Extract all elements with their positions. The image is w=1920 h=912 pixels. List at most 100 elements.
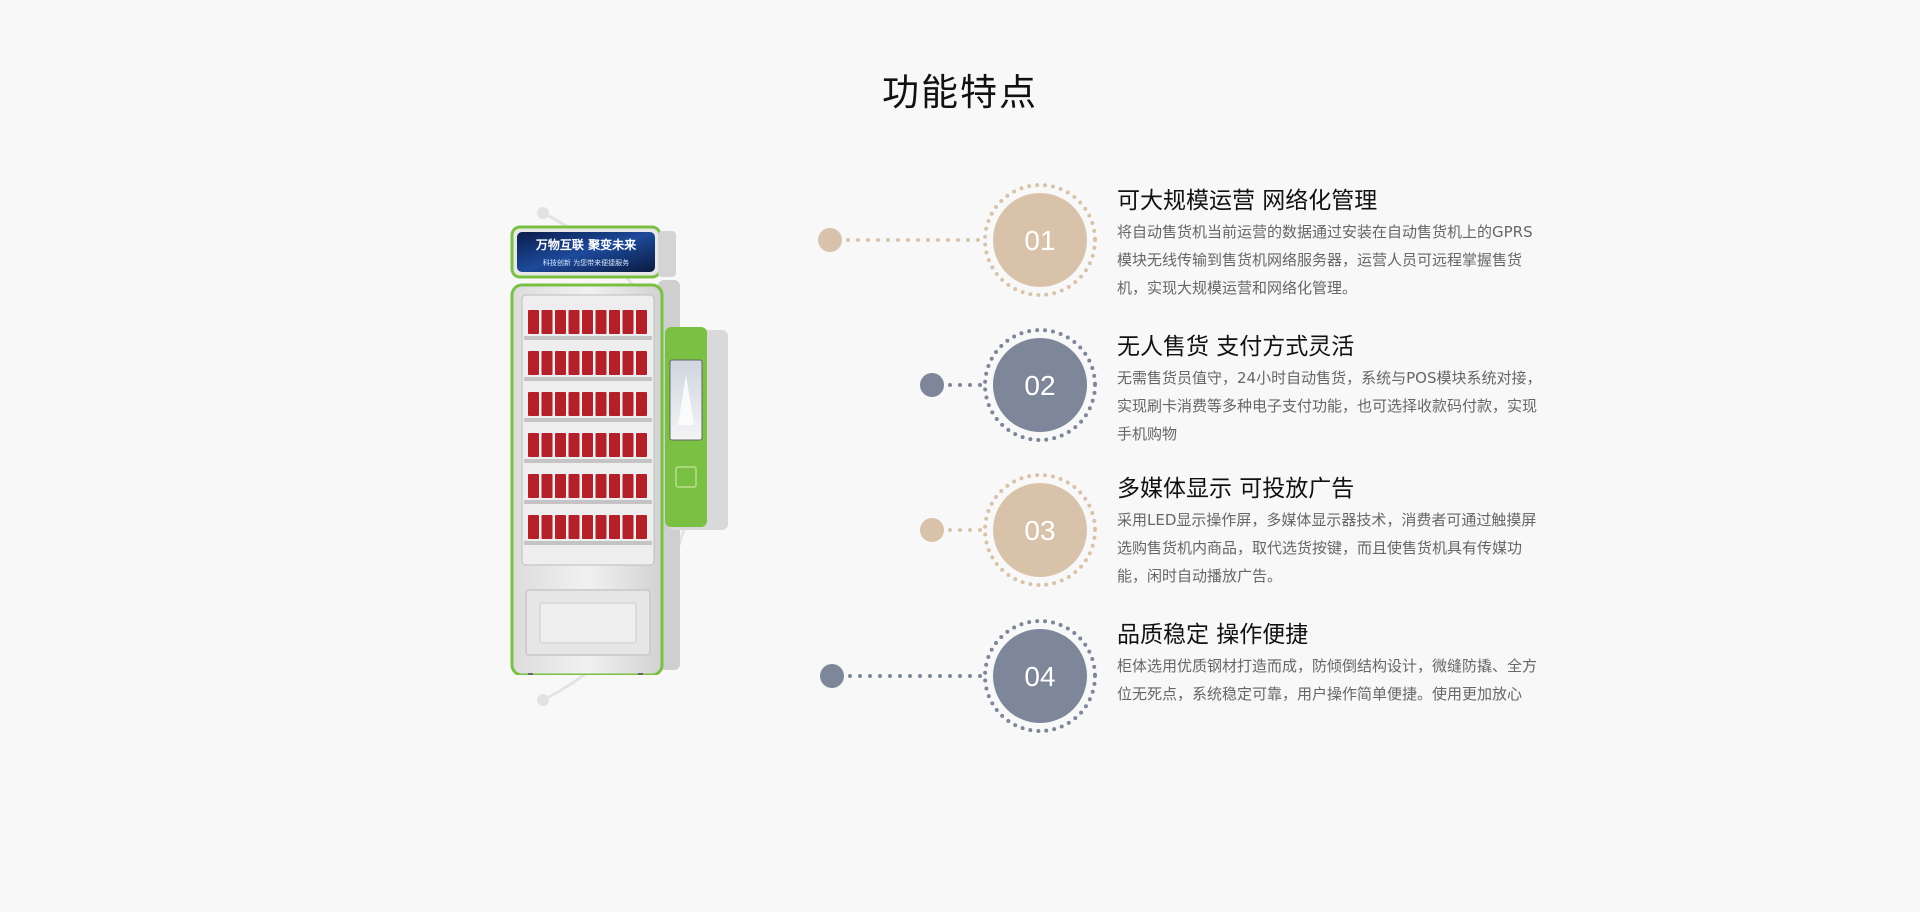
number-badge [993,629,1087,723]
product-box [541,433,553,457]
product-box [609,351,620,375]
product-box [636,433,647,457]
product-box [609,515,620,539]
feature-title: 多媒体显示 可投放广告 [1117,476,1355,502]
machine-banner-screen [517,232,655,272]
number-ring [983,183,1097,297]
product-box [636,392,647,416]
feature-title: 品质稳定 操作便捷 [1117,622,1309,648]
machine-leg [638,673,643,675]
product-box [622,310,634,334]
feature-03-marker: 03 [920,473,1097,587]
product-box [622,515,634,539]
product-box [582,351,593,375]
shelf [524,459,652,463]
product-box [568,474,580,498]
product-box [582,392,593,416]
connector-dot [820,664,844,688]
product-box [555,515,566,539]
feature-description: 无需售货员值守，24小时自动售货，系统与POS模块系统对接，实现刷卡消费等多种电… [1117,369,1542,443]
number-ring [983,619,1097,733]
feature-02-marker: 02 [920,328,1097,442]
product-box [541,474,553,498]
product-box [528,310,539,334]
product-box [595,515,607,539]
product-box [609,392,620,416]
number-badge [993,483,1087,577]
scanner-icon [675,466,697,488]
banner-headline: 万物互联 聚变未来 [535,237,637,252]
connector-dot [818,228,842,252]
product-box [636,351,647,375]
product-box [528,515,539,539]
product-box [555,351,566,375]
product-box [636,474,647,498]
product-shelves [524,310,652,545]
product-box [622,433,634,457]
product-box [541,351,553,375]
banner-side [658,231,676,277]
connector-dot [920,518,944,542]
product-box [582,474,593,498]
product-box [622,474,634,498]
number-label: 01 [1024,225,1055,256]
product-box [636,515,647,539]
pickup-door [539,602,637,644]
product-box [609,310,620,334]
product-box [595,392,607,416]
product-box [595,310,607,334]
product-box [609,433,620,457]
vending-machine-image: 万物互联 聚变未来 科技创新 为您带来便捷服务 [510,225,728,675]
product-box [568,515,580,539]
feature-description: 采用LED显示操作屏，多媒体显示器技术，消费者可通过触摸屏选购售货机内商品，取代… [1117,511,1537,585]
product-box [555,310,566,334]
feature-description: 柜体选用优质钢材打造而成，防倾倒结构设计，微缝防撬、全方位无死点，系统稳定可靠，… [1117,657,1538,703]
feature-item-02: 无人售货 支付方式灵活 无需售货员值守，24小时自动售货，系统与POS模块系统对… [1117,332,1547,448]
number-label: 02 [1024,370,1055,401]
number-badge [993,193,1087,287]
feature-title: 无人售货 支付方式灵活 [1117,334,1355,360]
banner-subline: 科技创新 为您带来便捷服务 [543,258,629,267]
product-box [528,392,539,416]
product-box [541,515,553,539]
product-box [568,351,580,375]
product-box [555,474,566,498]
shelf [524,500,652,504]
product-box [582,433,593,457]
shelf [524,377,652,381]
product-box [595,351,607,375]
product-box [595,433,607,457]
feature-title: 可大规模运营 网络化管理 [1117,188,1378,214]
feature-description: 将自动售货机当前运营的数据通过安装在自动售货机上的GPRS模块无线传输到售货机网… [1117,223,1533,297]
screen-graphic [678,375,694,425]
feature-item-01: 可大规模运营 网络化管理 将自动售货机当前运营的数据通过安装在自动售货机上的GP… [1117,186,1547,302]
number-label: 04 [1024,661,1055,692]
product-box [622,351,634,375]
number-badge [993,338,1087,432]
connector-dot [920,373,944,397]
feature-04-marker: 04 [820,619,1097,733]
arc-end-dot-top [537,207,549,219]
feature-item-03: 多媒体显示 可投放广告 采用LED显示操作屏，多媒体显示器技术，消费者可通过触摸… [1117,474,1547,590]
number-ring [983,473,1097,587]
shelf [524,418,652,422]
number-ring [983,328,1097,442]
product-box [528,433,539,457]
product-box [568,392,580,416]
shelf [524,541,652,545]
feature-01-marker: 01 [818,183,1097,297]
product-box [555,392,566,416]
section-title: 功能特点 [882,71,1038,114]
product-box [541,310,553,334]
feature-item-04: 品质稳定 操作便捷 柜体选用优质钢材打造而成，防倾倒结构设计，微缝防撬、全方位无… [1117,620,1547,708]
product-box [568,433,580,457]
number-label: 03 [1024,515,1055,546]
product-box [568,310,580,334]
product-box [595,474,607,498]
product-box [636,310,647,334]
product-box [609,474,620,498]
product-box [528,351,539,375]
product-box [582,515,593,539]
product-box [582,310,593,334]
